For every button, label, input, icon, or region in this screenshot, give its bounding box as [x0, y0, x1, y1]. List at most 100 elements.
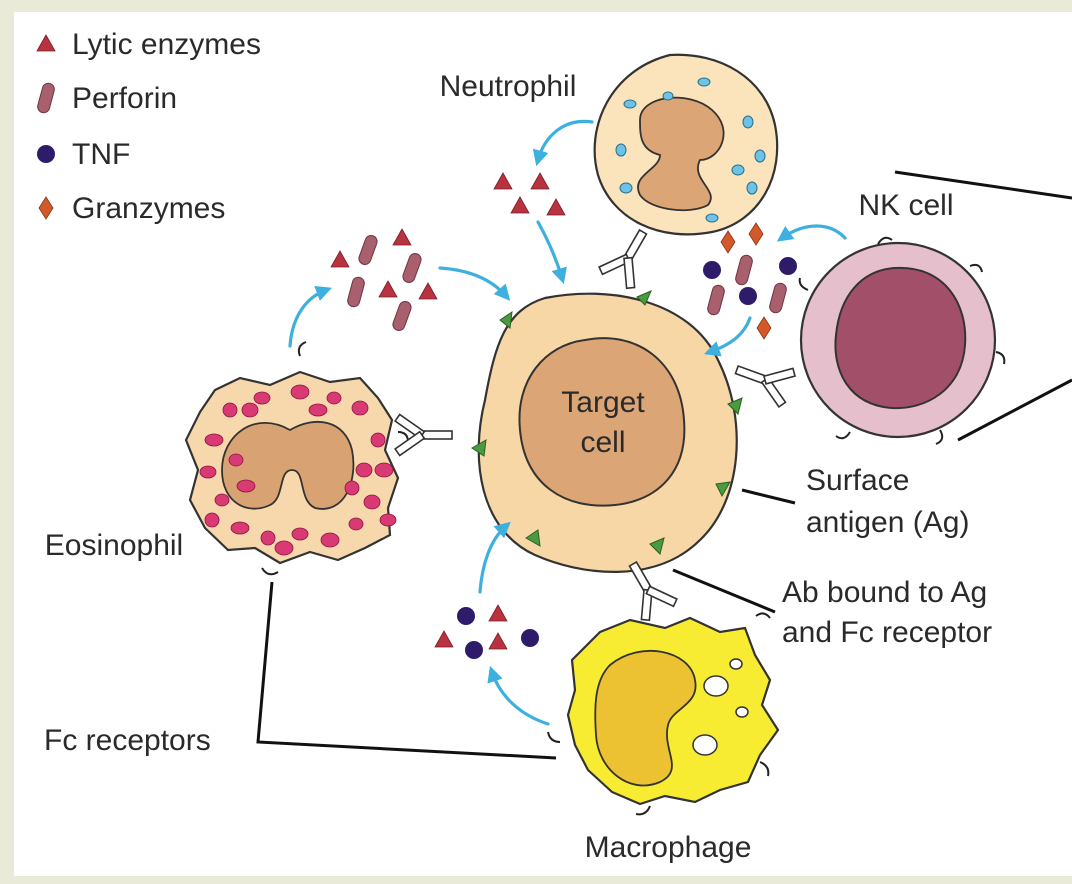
nk-pointer-line-top: [894, 170, 1072, 200]
granule: [731, 164, 745, 176]
ab-bound-pointer: [672, 568, 776, 614]
surface-antigen: [649, 537, 665, 555]
neutrophil-nucleus: [637, 96, 725, 212]
granule: [370, 432, 386, 448]
target-cell: Target cell: [471, 290, 743, 573]
tnf-icon: [779, 257, 797, 275]
granule: [320, 532, 340, 548]
target-cell-label-line1: Target: [561, 386, 645, 419]
fc-receptors-label: Fc receptors: [44, 724, 211, 757]
legend: Lytic enzymes Perforin TNF Granzymes: [35, 28, 261, 225]
fc-receptor: [547, 731, 561, 743]
arrow-to-target-from-nk: [703, 316, 752, 357]
granule: [662, 91, 674, 101]
granule: [228, 453, 244, 467]
vesicle: [735, 706, 749, 718]
tnf-icon: [739, 287, 757, 305]
eosinophil: Eosinophil: [45, 370, 400, 565]
surface-antigen-label-line1: Surface: [806, 464, 909, 497]
surface-antigen: [715, 481, 731, 498]
fc-receptor: [798, 277, 809, 291]
ab-bound-label-line2: and Fc receptor: [782, 616, 992, 649]
fc-receptors-pointer: [256, 581, 557, 760]
nk-cell: NK cell: [799, 189, 997, 439]
neutrophil-granules: [615, 77, 766, 223]
granule: [351, 400, 369, 416]
granule: [344, 480, 360, 496]
granule: [253, 391, 271, 405]
target-cell-nucleus: [518, 337, 686, 507]
granule: [348, 517, 364, 531]
legend-label-tnf: TNF: [72, 138, 130, 171]
eosinophil-label: Eosinophil: [45, 529, 183, 562]
fc-receptor: [635, 805, 651, 816]
tnf-icon: [457, 607, 475, 625]
pointer-lines: [256, 170, 1072, 760]
neutrophil-label: Neutrophil: [440, 70, 577, 103]
fc-receptor: [261, 567, 279, 576]
surface-antigens: [471, 290, 743, 555]
eosinophil-granules: [199, 384, 397, 556]
surface-antigen: [636, 290, 652, 306]
granule: [326, 391, 342, 405]
fc-receptor: [877, 236, 893, 245]
tnf-icon: [521, 629, 539, 647]
fc-receptor: [297, 341, 307, 357]
granule: [615, 143, 627, 157]
macrophage: Macrophage: [566, 616, 780, 864]
granule: [742, 115, 754, 129]
tnf-icon: [703, 261, 721, 279]
granule: [746, 181, 758, 195]
granule: [260, 530, 276, 546]
tnf-icon: [465, 641, 483, 659]
surface-antigen: [525, 529, 541, 547]
granule: [214, 493, 230, 507]
granule: [308, 403, 328, 417]
nk-cell-label: NK cell: [858, 189, 953, 222]
granule: [274, 540, 294, 556]
vesicle: [703, 675, 729, 697]
granule: [236, 479, 256, 493]
fc-receptor: [969, 263, 983, 273]
granule: [697, 77, 711, 87]
granule: [291, 527, 309, 541]
arrow-neutrophil-release: [532, 119, 594, 167]
granule: [379, 513, 397, 527]
surface-antigen: [499, 310, 513, 329]
ab-bound-label-line1: Ab bound to Ag: [782, 576, 987, 609]
arrow-eosinophil-release: [288, 285, 332, 348]
fc-receptor: [755, 612, 771, 619]
target-cell-label-line2: cell: [580, 426, 625, 459]
macrophage-label: Macrophage: [585, 831, 752, 864]
granule: [199, 465, 217, 479]
macrophage-nucleus: [594, 649, 697, 787]
tnf-legend-icon: [37, 145, 55, 163]
arrow-nk-release: [776, 224, 847, 242]
arrow-to-target-from-eosinophil: [438, 266, 511, 301]
surface-antigen-pointer: [741, 488, 796, 505]
surface-antigen-label-line2: antigen (Ag): [806, 506, 969, 539]
nk-pointer-line-bottom: [957, 378, 1072, 442]
granule: [222, 402, 238, 418]
granule: [374, 462, 394, 478]
granule: [619, 182, 633, 194]
granule: [241, 402, 259, 418]
fc-receptor: [995, 351, 1006, 365]
granule: [355, 462, 373, 478]
neutrophil: Neutrophil: [440, 53, 779, 236]
fc-receptor: [935, 429, 944, 445]
nk-cell-nucleus: [834, 266, 967, 410]
granule: [363, 494, 381, 510]
macrophage-vesicles: [692, 658, 749, 756]
release-arrows: [288, 119, 847, 726]
fc-receptor: [835, 431, 851, 440]
arrow-to-target-from-neutrophil: [536, 220, 567, 285]
vesicle: [729, 658, 743, 670]
granule: [204, 433, 224, 447]
arrow-to-target-from-macrophage: [478, 521, 511, 594]
legend-label-lytic-enzymes: Lytic enzymes: [72, 28, 261, 61]
granule: [623, 99, 637, 109]
arrow-macrophage-release: [487, 665, 550, 726]
